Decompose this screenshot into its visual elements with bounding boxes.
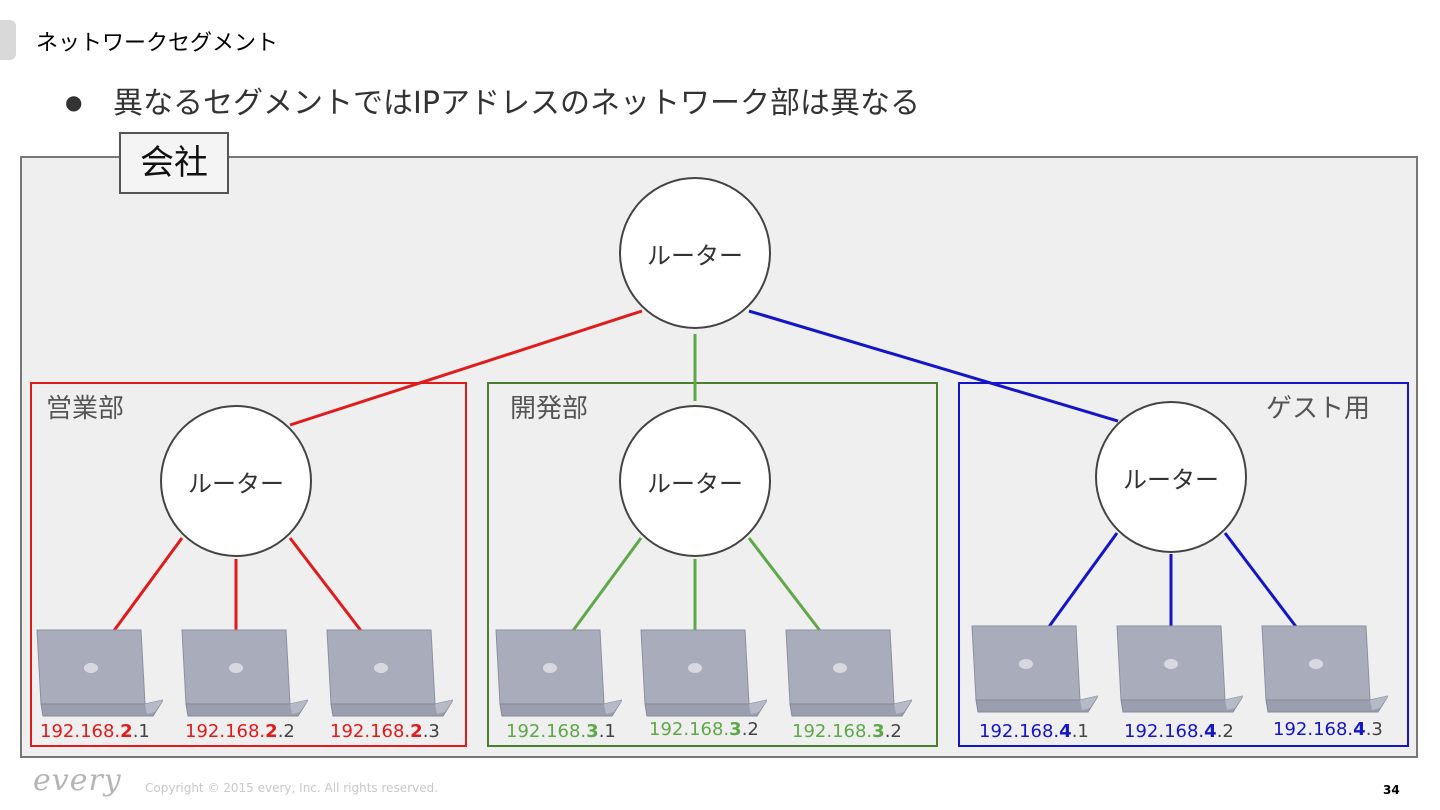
bullet-marker: ● xyxy=(65,89,83,114)
laptop-icon xyxy=(326,629,453,717)
laptop-icon xyxy=(971,625,1098,713)
company-label: 会社 xyxy=(119,132,229,194)
ip-address-label: 192.168.2.3 xyxy=(330,721,440,742)
ip-address-label: 192.168.2.2 xyxy=(185,721,295,742)
slide-side-tab xyxy=(0,20,16,60)
department-dev-box xyxy=(487,382,938,747)
department-sales-label: 営業部 xyxy=(46,394,125,424)
ip-address-label: 192.168.2.1 xyxy=(40,721,150,742)
router-label: ルーター xyxy=(647,469,743,498)
footer-logo: every xyxy=(33,763,122,798)
ip-address-label: 192.168.4.3 xyxy=(1273,719,1383,740)
department-guest-label: ゲスト用 xyxy=(1266,394,1371,424)
laptop-icon xyxy=(640,629,767,717)
link-top-to-sales xyxy=(289,309,643,427)
ip-address-label: 192.168.3.2 xyxy=(792,721,902,742)
ip-address-label: 192.168.4.2 xyxy=(1124,721,1234,742)
bullet-point: ● 異なるセグメントではIPアドレスのネットワーク部は異なる xyxy=(65,78,920,122)
bullet-text: 異なるセグメントではIPアドレスのネットワーク部は異なる xyxy=(113,86,920,121)
router-guest: ルーター xyxy=(1095,401,1247,553)
links-guest-laptops xyxy=(1046,532,1299,629)
router-label: ルーター xyxy=(647,241,743,270)
department-dev-label: 開発部 xyxy=(510,394,589,424)
router-label: ルーター xyxy=(188,469,284,498)
laptop-icon xyxy=(785,629,912,717)
laptop-icon xyxy=(1261,625,1388,713)
department-guest-box xyxy=(958,382,1409,747)
router-sales: ルーター xyxy=(160,405,312,557)
ip-address-label: 192.168.3.2 xyxy=(649,719,759,740)
laptop-icon xyxy=(36,629,163,717)
links-dev-laptops xyxy=(570,537,823,633)
router-top: ルーター xyxy=(619,177,771,329)
laptop-icon xyxy=(1116,625,1243,713)
laptop-icon xyxy=(495,629,622,717)
links-sales-laptops xyxy=(111,537,364,633)
copyright-text: Copyright © 2015 every, Inc. All rights … xyxy=(145,781,439,795)
router-label: ルーター xyxy=(1123,465,1219,494)
link-top-to-guest xyxy=(748,309,1119,423)
slide-title: ネットワークセグメント xyxy=(36,31,279,56)
router-dev: ルーター xyxy=(619,405,771,557)
ip-address-label: 192.168.4.1 xyxy=(979,721,1089,742)
laptop-icon xyxy=(181,629,308,717)
department-sales-box xyxy=(30,382,467,747)
page-number: 34 xyxy=(1383,783,1400,797)
ip-address-label: 192.168.3.1 xyxy=(506,721,616,742)
